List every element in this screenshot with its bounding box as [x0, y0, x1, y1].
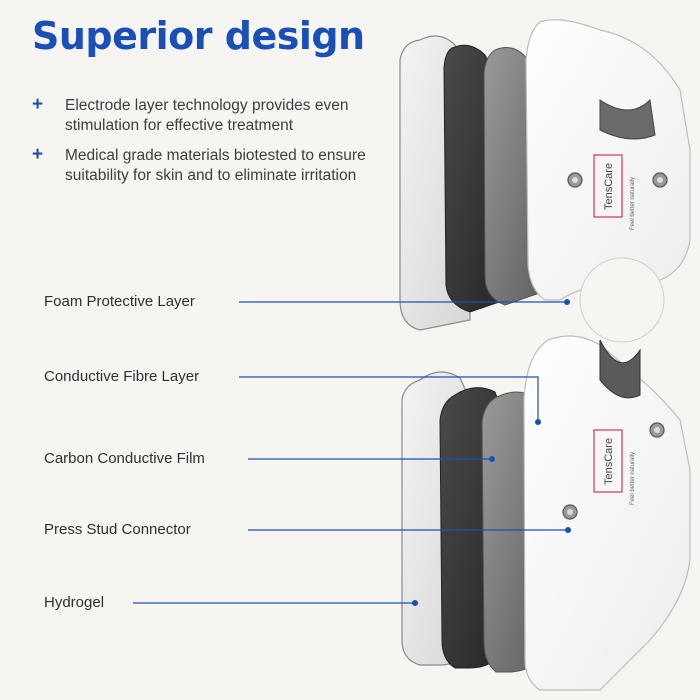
lower-foam-protective-layer	[523, 335, 691, 691]
lower-pad-stack	[401, 335, 691, 691]
brand-name-lower: TensCare	[603, 438, 615, 485]
feature-text: Electrode layer technology provides even…	[65, 97, 349, 134]
press-stud-icon	[562, 172, 668, 520]
label-hydrogel: Hydrogel	[44, 594, 105, 611]
feature-item: + Medical grade materials biotested to e…	[32, 144, 392, 186]
brand-logo: TensCare Feel better naturally TensCare …	[593, 154, 636, 505]
leader-dots	[412, 299, 571, 606]
feature-list: + Electrode layer technology provides ev…	[32, 94, 392, 196]
label-press-stud-connector: Press Stud Connector	[44, 521, 191, 538]
plus-icon: +	[32, 94, 44, 115]
brand-tagline-upper: Feel better naturally	[630, 177, 636, 230]
label-foam-protective-layer: Foam Protective Layer	[44, 293, 195, 310]
label-carbon-conductive-film: Carbon Conductive Film	[44, 450, 205, 467]
plus-icon: +	[32, 144, 44, 165]
upper-pad-stack	[399, 19, 691, 343]
brand-tagline-lower: Feel better naturally	[630, 452, 636, 505]
feature-item: + Electrode layer technology provides ev…	[32, 94, 392, 136]
page-title: Superior design	[32, 14, 365, 58]
leader-fibre	[239, 376, 539, 422]
leader-lines	[133, 301, 568, 604]
label-conductive-fibre-layer: Conductive Fibre Layer	[44, 368, 200, 385]
feature-text: Medical grade materials biotested to ens…	[65, 147, 366, 184]
brand-name-upper: TensCare	[603, 163, 615, 210]
upper-foam-protective-layer	[525, 19, 691, 301]
